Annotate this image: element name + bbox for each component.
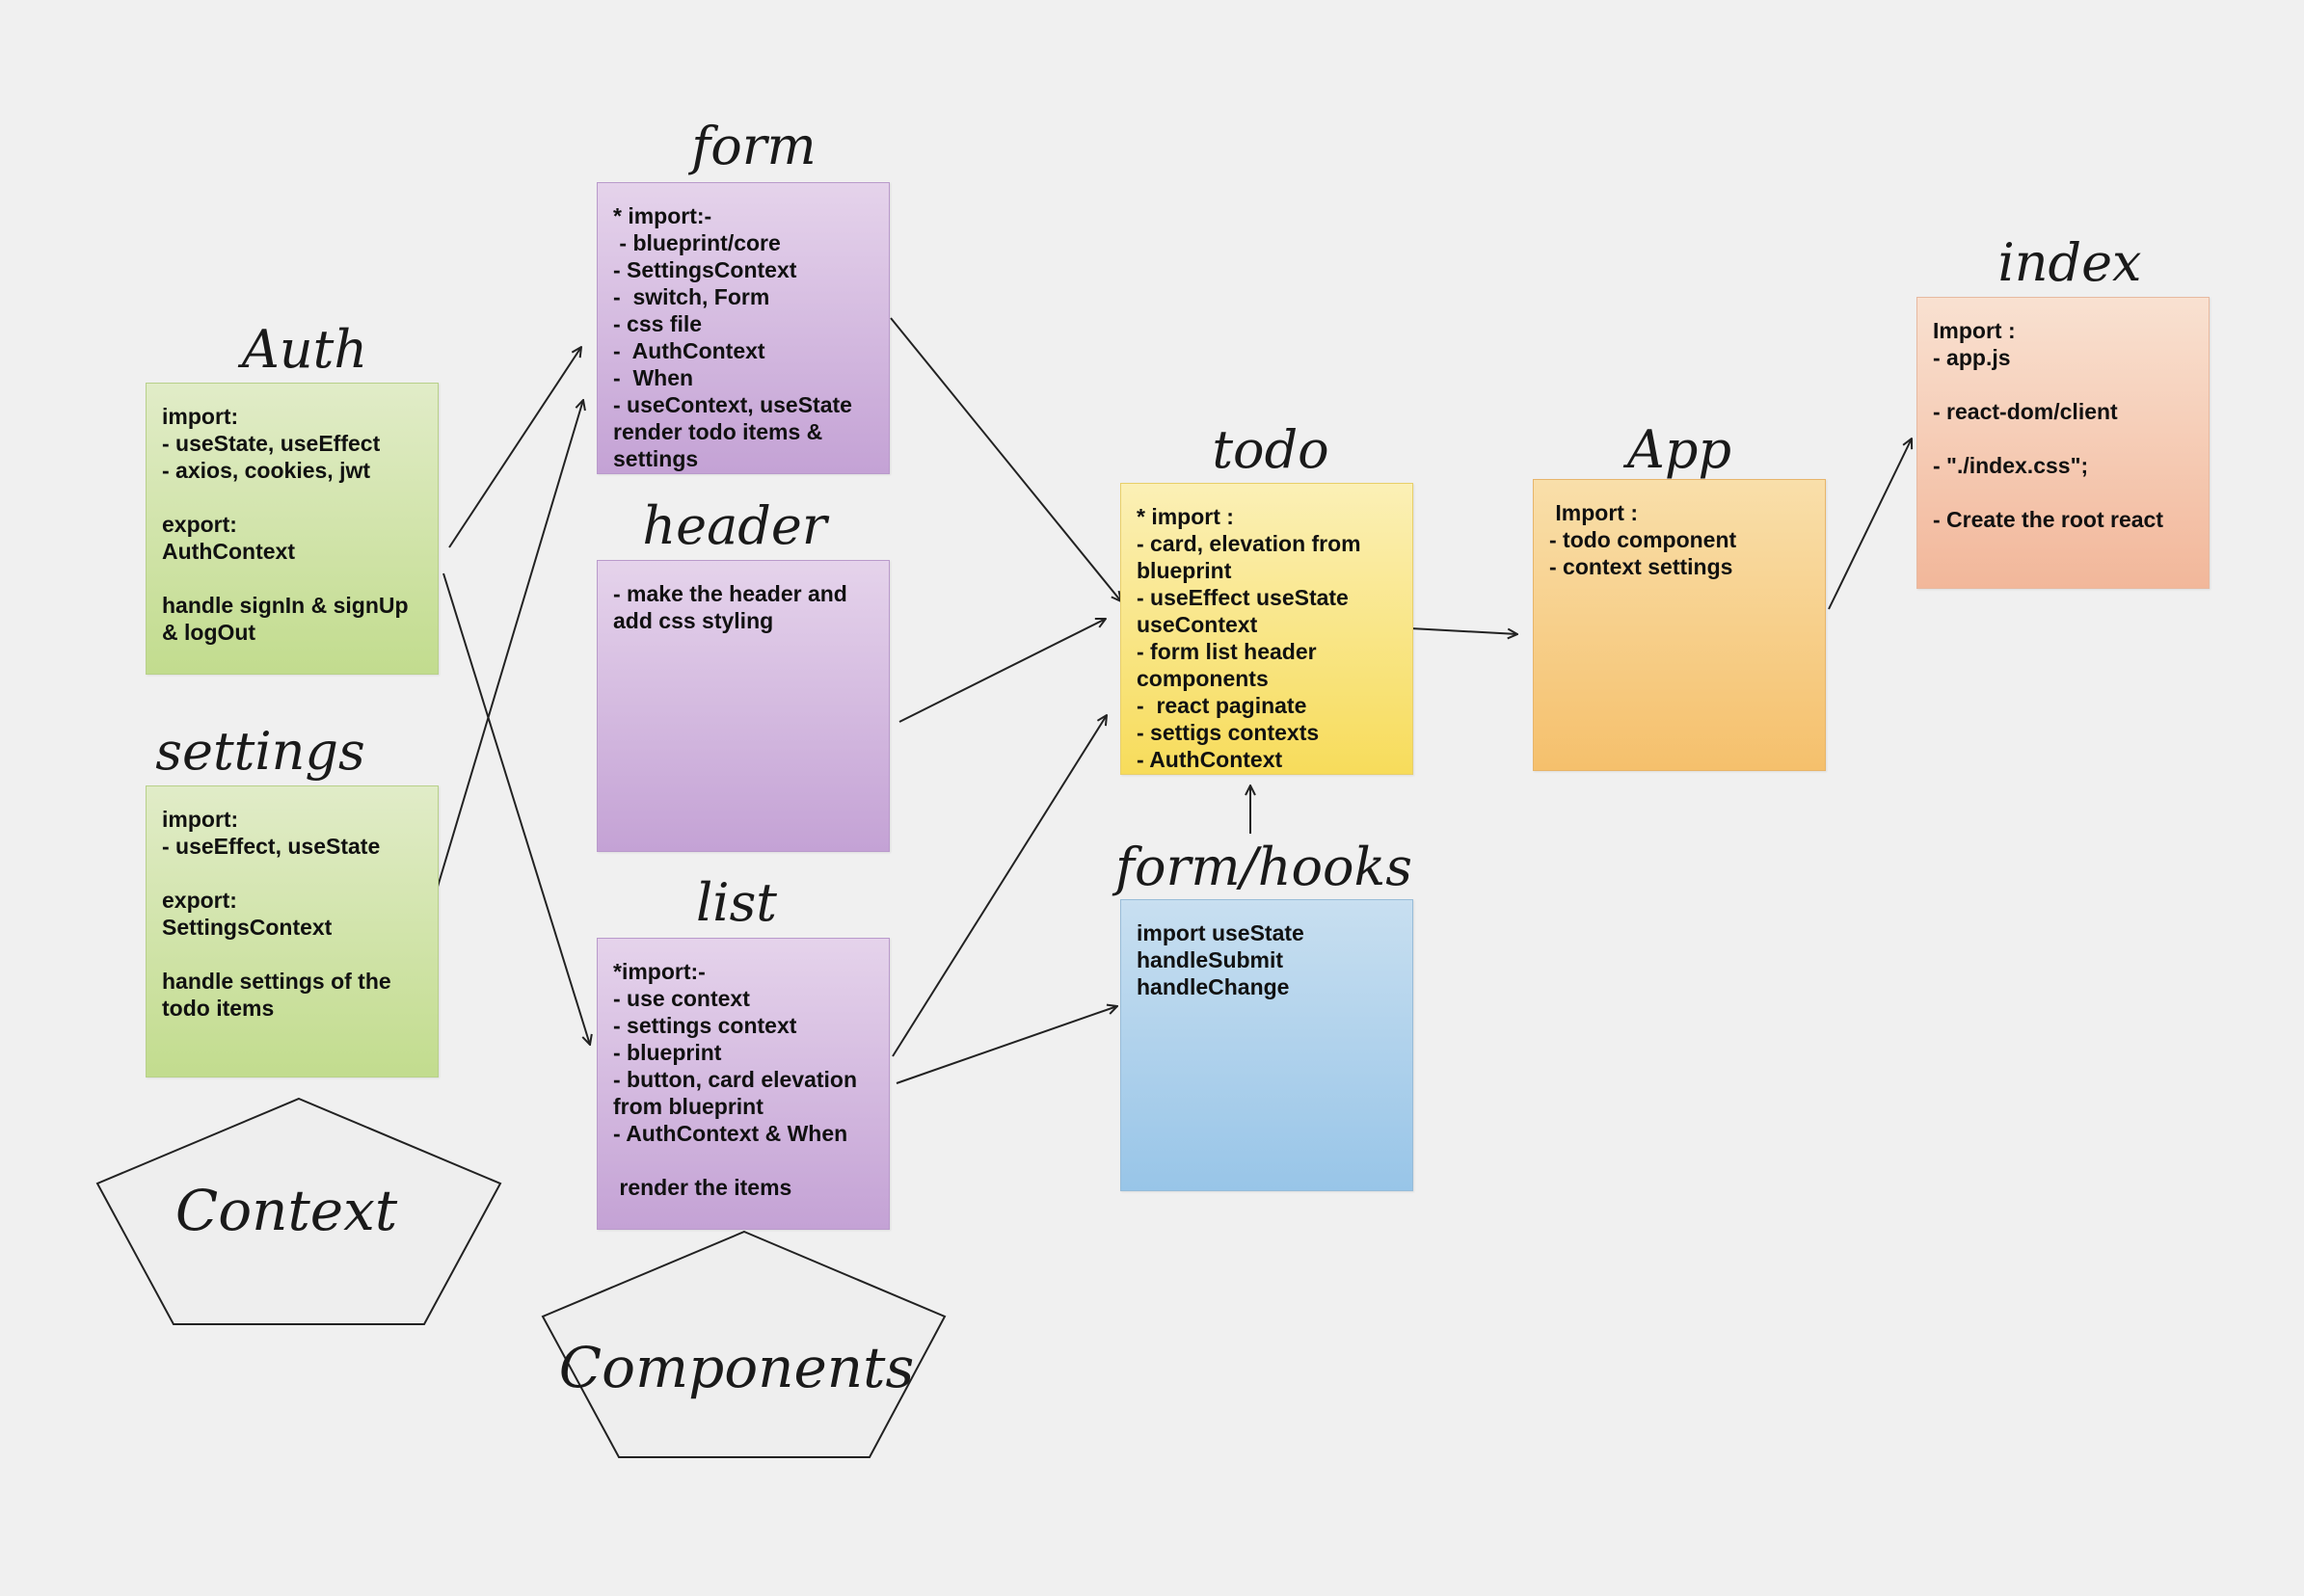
app-title: App	[1626, 419, 1732, 480]
form-hooks-note: import useState handleSubmit handleChang…	[1120, 899, 1413, 1191]
list-title: list	[696, 872, 777, 933]
components-label: Components	[558, 1335, 915, 1400]
list-note: *import:- - use context - settings conte…	[597, 938, 890, 1230]
todo-note: * import : - card, elevation from bluepr…	[1120, 483, 1413, 775]
arrow-todo-to-app	[1409, 627, 1517, 634]
header-note: - make the header and add css styling	[597, 560, 890, 852]
context-pentagon	[95, 1097, 502, 1325]
arrow-settings-to-form	[437, 400, 583, 888]
arrow-form-to-todo	[890, 317, 1121, 601]
components-pentagon	[541, 1230, 947, 1458]
form-hooks-title: form/hooks	[1115, 837, 1412, 897]
settings-title: settings	[155, 721, 365, 782]
index-note: Import : - app.js - react-dom/client - "…	[1916, 297, 2210, 589]
arrow-header-to-todo	[898, 619, 1106, 723]
auth-title: Auth	[241, 319, 368, 380]
settings-note: import: - useEffect, useState export: Se…	[146, 785, 439, 1077]
context-label: Context	[174, 1178, 398, 1243]
arrow-auth-to-list	[442, 572, 590, 1045]
index-title: index	[1997, 232, 2142, 293]
arrow-app-to-index	[1828, 439, 1912, 610]
arrow-list-to-hooks	[896, 1006, 1117, 1084]
todo-title: todo	[1212, 419, 1329, 480]
header-title: header	[642, 495, 827, 556]
form-note: * import:- - blueprint/core - SettingsCo…	[597, 182, 890, 474]
auth-note: import: - useState, useEffect - axios, c…	[146, 383, 439, 675]
arrow-auth-to-form	[448, 347, 581, 548]
arrow-list-to-todo	[892, 715, 1107, 1057]
app-note: Import : - todo component - context sett…	[1533, 479, 1826, 771]
form-title: form	[691, 116, 817, 176]
